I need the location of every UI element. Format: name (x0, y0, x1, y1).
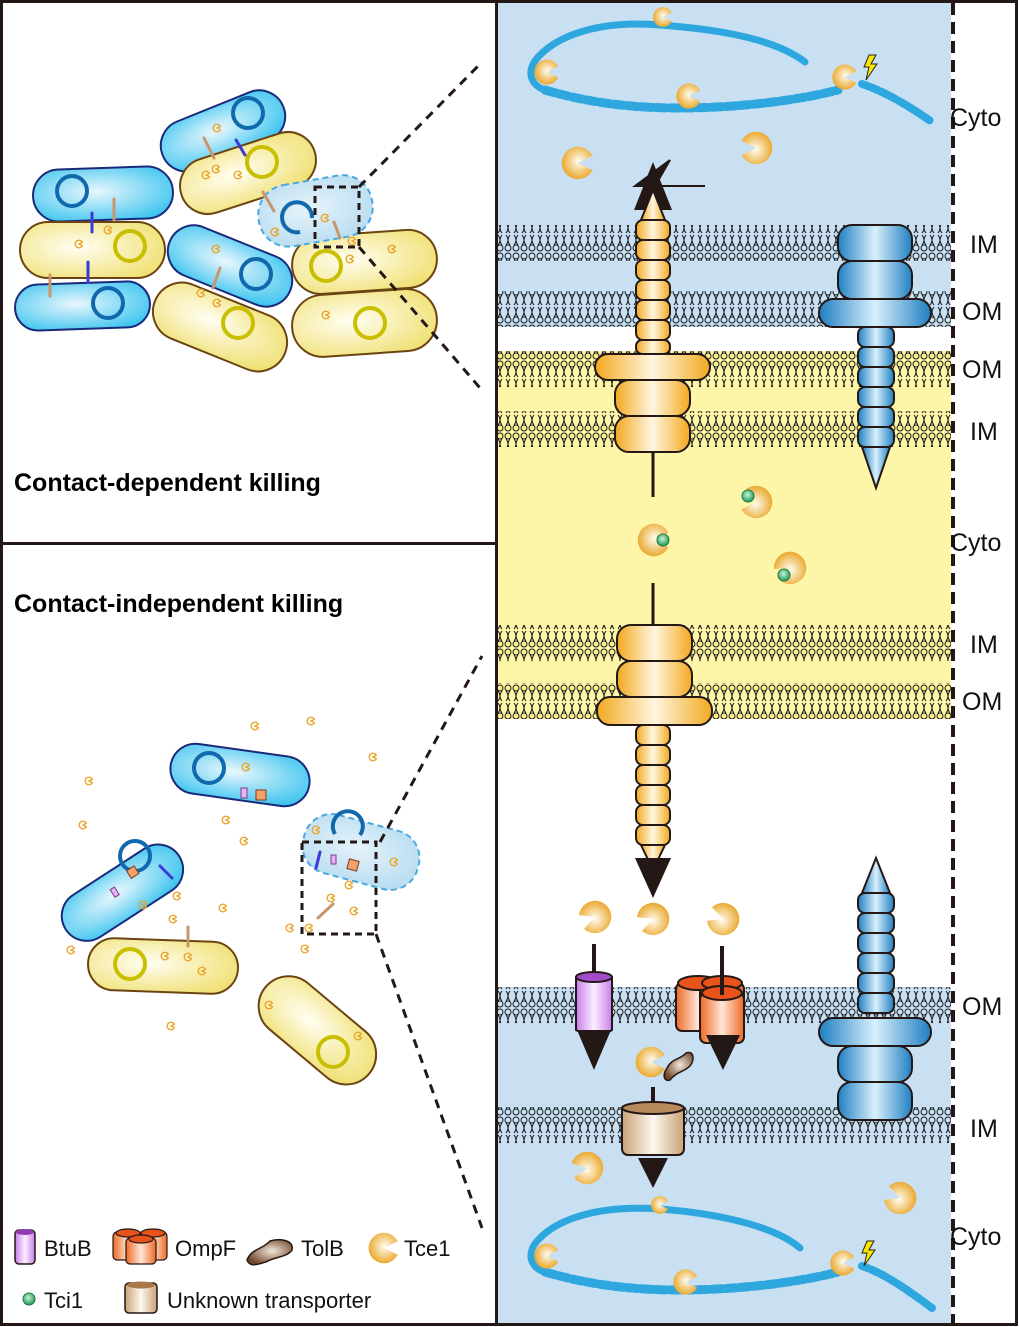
attacker-inner-membrane-2 (498, 625, 951, 661)
mechanism-diagram: Cyto IM OM OM IM Cyto IM OM OM IM Cyto (498, 3, 1002, 1323)
legend-label: TolB (301, 1236, 344, 1261)
ompf-transporter (675, 946, 745, 1070)
legend-item-tci1: Tci1 (22, 1288, 83, 1313)
btub-icon (109, 886, 120, 898)
label-om: OM (962, 688, 1002, 716)
label-om: OM (962, 356, 1002, 384)
tce1-tci1-complexes (637, 485, 813, 625)
label-im: IM (970, 231, 998, 259)
tce1-on-dna-top (534, 7, 878, 180)
tci1-icon (22, 1292, 36, 1306)
attacker-cell (87, 937, 239, 995)
unknown-transporter-icon (124, 1281, 158, 1314)
zoom-line (357, 60, 484, 189)
contact-independent-illustration: Contact-independent killing (14, 590, 484, 1229)
victim-cell (169, 742, 311, 808)
legend-item-tce1: Tce1 (368, 1232, 450, 1264)
arrow-down-icon (638, 1158, 668, 1188)
label-om: OM (962, 298, 1002, 326)
label-cyto: Cyto (950, 1223, 1001, 1251)
contact-dependent-illustration: Contact-dependent killing (14, 60, 484, 497)
panel-title-contact-independent: Contact-independent killing (14, 590, 343, 618)
zoom-line (378, 655, 484, 843)
legend-item-tolb: TolB (246, 1236, 344, 1266)
legend-item-ompf: OmpF (112, 1228, 236, 1265)
ompf-icon (346, 858, 360, 872)
label-im: IM (970, 418, 998, 446)
tci1-icon (741, 489, 755, 503)
dna-top (527, 20, 936, 126)
zoom-line (374, 933, 484, 1229)
tci1-icon (777, 568, 791, 582)
label-im: IM (970, 631, 998, 659)
label-om: OM (962, 993, 1002, 1021)
victim-cytoplasm-top (498, 3, 951, 225)
panel-title-contact-dependent: Contact-dependent killing (14, 469, 321, 497)
lightning-icon (861, 1240, 876, 1267)
tci1-icon (656, 533, 670, 547)
victim-cell (14, 280, 151, 332)
ompf-icon (125, 865, 140, 880)
legend: BtuB OmpF TolB Tce1 Tci1 (14, 1228, 450, 1314)
legend-label: Tce1 (404, 1236, 450, 1261)
btub-icon (14, 1229, 36, 1265)
zoom-box (300, 840, 378, 936)
legend-label: OmpF (175, 1236, 236, 1261)
attacker-cell (291, 288, 438, 358)
lightning-icon (863, 54, 878, 81)
label-cyto: Cyto (950, 104, 1001, 132)
legend-item-unknown-transporter: Unknown transporter (124, 1281, 371, 1314)
attacker-outer-membrane-2 (498, 683, 951, 719)
legend-label: Unknown transporter (167, 1288, 371, 1313)
btub-icon (240, 787, 248, 799)
legend-item-btub: BtuB (14, 1229, 92, 1265)
victim-cell (60, 843, 185, 942)
btub-icon (330, 854, 337, 865)
legend-label: Tci1 (44, 1288, 83, 1313)
ompf-icon (112, 1228, 168, 1265)
t6ss-attacker-top (594, 159, 711, 497)
unknown-transporter (621, 1087, 685, 1188)
t6ss-victim-top (818, 224, 932, 492)
attacker-cell (151, 281, 289, 373)
legend-label: BtuB (44, 1236, 92, 1261)
btub-transporter (575, 944, 613, 1070)
tolb-icon (246, 1238, 293, 1266)
victim-cytoplasm-bottom (498, 1143, 951, 1323)
t6ss-attacker-bottom (596, 624, 713, 898)
attacker-periplasm-2 (498, 661, 951, 683)
ompf-icon (255, 789, 267, 801)
arrow-down-icon (635, 858, 671, 898)
arrow-down-icon (706, 1035, 740, 1070)
label-im: IM (970, 1115, 998, 1143)
attacker-cytoplasm (498, 447, 951, 625)
t6ss-victim-bottom (818, 855, 932, 1121)
label-cyto: Cyto (950, 529, 1001, 557)
dying-victim-cell (301, 813, 421, 891)
zoom-box (313, 185, 361, 249)
tolb-icon (663, 1051, 694, 1082)
arrow-up-icon (634, 162, 672, 210)
arrow-down-icon (577, 1030, 611, 1070)
victim-cell (32, 165, 174, 223)
